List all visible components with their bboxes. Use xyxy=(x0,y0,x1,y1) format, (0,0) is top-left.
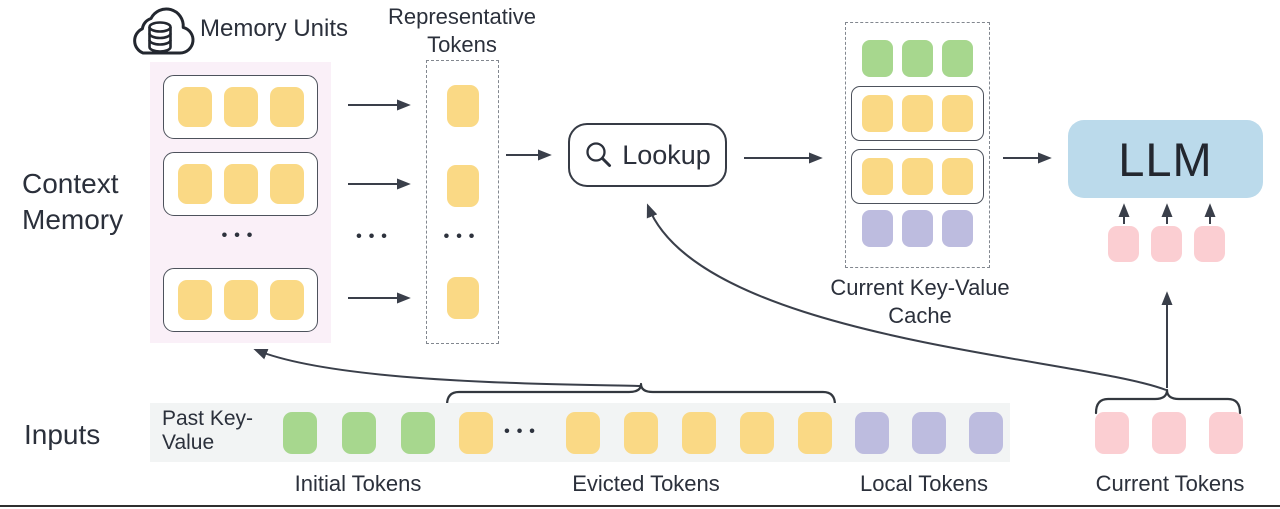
evicted-tokens-brace xyxy=(445,382,837,407)
arrows-ellipsis: ••• xyxy=(356,228,394,245)
memory-units-label: Memory Units xyxy=(200,15,349,42)
memory-cloud-database-icon xyxy=(133,7,195,55)
current-kv-cache-label: Current Key-Value Cache xyxy=(830,275,1010,328)
past-key-value-label: Past Key-Value xyxy=(162,407,254,454)
yellow-token xyxy=(624,412,658,454)
yellow-token xyxy=(269,280,304,320)
green-token xyxy=(401,412,435,454)
purple-token xyxy=(862,210,893,247)
context-memory-label: Context Memory xyxy=(22,168,124,235)
yellow-token xyxy=(446,165,479,207)
local-tokens-group xyxy=(855,412,1003,454)
yellow-token xyxy=(177,280,212,320)
yellow-token xyxy=(942,158,973,195)
initial-tokens-group xyxy=(283,412,435,454)
purple-token xyxy=(912,412,946,454)
purple-token xyxy=(902,210,933,247)
cache-initial-tokens-row xyxy=(846,40,989,77)
yellow-token xyxy=(269,87,304,127)
lookup-label: Lookup xyxy=(622,139,711,170)
current-kv-cache-box xyxy=(845,22,990,268)
current-tokens-group xyxy=(1095,412,1243,454)
current-tokens-brace xyxy=(1094,388,1242,415)
local-tokens-label: Local Tokens xyxy=(859,471,988,496)
yellow-token xyxy=(177,87,212,127)
representative-tokens-box: ••• xyxy=(426,60,499,344)
current-tokens-label: Current Tokens xyxy=(1095,471,1245,496)
purple-token xyxy=(942,210,973,247)
green-token xyxy=(942,40,973,77)
yellow-token xyxy=(902,158,933,195)
green-token xyxy=(902,40,933,77)
llm-input-tokens xyxy=(1108,226,1225,262)
yellow-token xyxy=(446,277,479,319)
representative-token-top xyxy=(427,85,498,127)
search-icon xyxy=(586,142,612,167)
green-token xyxy=(283,412,317,454)
yellow-token xyxy=(902,95,933,132)
representative-token-bottom xyxy=(427,277,498,319)
green-token xyxy=(862,40,893,77)
evicted-tokens-group xyxy=(566,412,832,454)
yellow-token xyxy=(459,412,493,454)
evicted-tokens-label: Evicted Tokens xyxy=(572,471,720,496)
yellow-token xyxy=(446,85,479,127)
representative-tokens-label: Representative Tokens xyxy=(388,4,536,57)
yellow-token xyxy=(682,412,716,454)
yellow-token xyxy=(223,164,258,204)
yellow-token xyxy=(862,95,893,132)
cache-memory-row-2 xyxy=(851,149,984,204)
inputs-label: Inputs xyxy=(24,419,101,450)
yellow-token xyxy=(862,158,893,195)
memory-unit-row-1 xyxy=(163,75,318,139)
pink-token xyxy=(1209,412,1243,454)
evicted-ellipsis: ••• xyxy=(504,423,542,440)
initial-tokens-label: Initial Tokens xyxy=(294,471,422,496)
cache-local-tokens-row xyxy=(846,210,989,247)
yellow-token xyxy=(566,412,600,454)
purple-token xyxy=(855,412,889,454)
pink-token xyxy=(1152,412,1186,454)
yellow-token xyxy=(269,164,304,204)
context-memory-panel: ••• xyxy=(150,62,331,343)
yellow-token xyxy=(177,164,212,204)
memory-unit-row-2 xyxy=(163,152,318,216)
arrow-evicted-to-memory xyxy=(253,348,643,387)
lookup-node: Lookup xyxy=(568,123,727,187)
pink-token xyxy=(1095,412,1129,454)
figure-bottom-rule xyxy=(0,505,1280,507)
yellow-token xyxy=(223,280,258,320)
representative-token-middle xyxy=(427,165,498,207)
representative-ellipsis: ••• xyxy=(443,228,482,245)
purple-token xyxy=(969,412,1003,454)
memory-rows-ellipsis: ••• xyxy=(221,227,260,244)
memory-unit-row-3 xyxy=(163,268,318,332)
yellow-token xyxy=(223,87,258,127)
yellow-token xyxy=(798,412,832,454)
pink-token xyxy=(1108,226,1139,262)
llm-label: LLM xyxy=(1118,132,1213,186)
evicted-tokens-head xyxy=(459,412,493,454)
green-token xyxy=(342,412,376,454)
cache-memory-row-1 xyxy=(851,86,984,141)
pink-token xyxy=(1194,226,1225,262)
yellow-token xyxy=(740,412,774,454)
pink-token xyxy=(1151,226,1182,262)
llm-node: LLM xyxy=(1068,120,1263,198)
yellow-token xyxy=(942,95,973,132)
